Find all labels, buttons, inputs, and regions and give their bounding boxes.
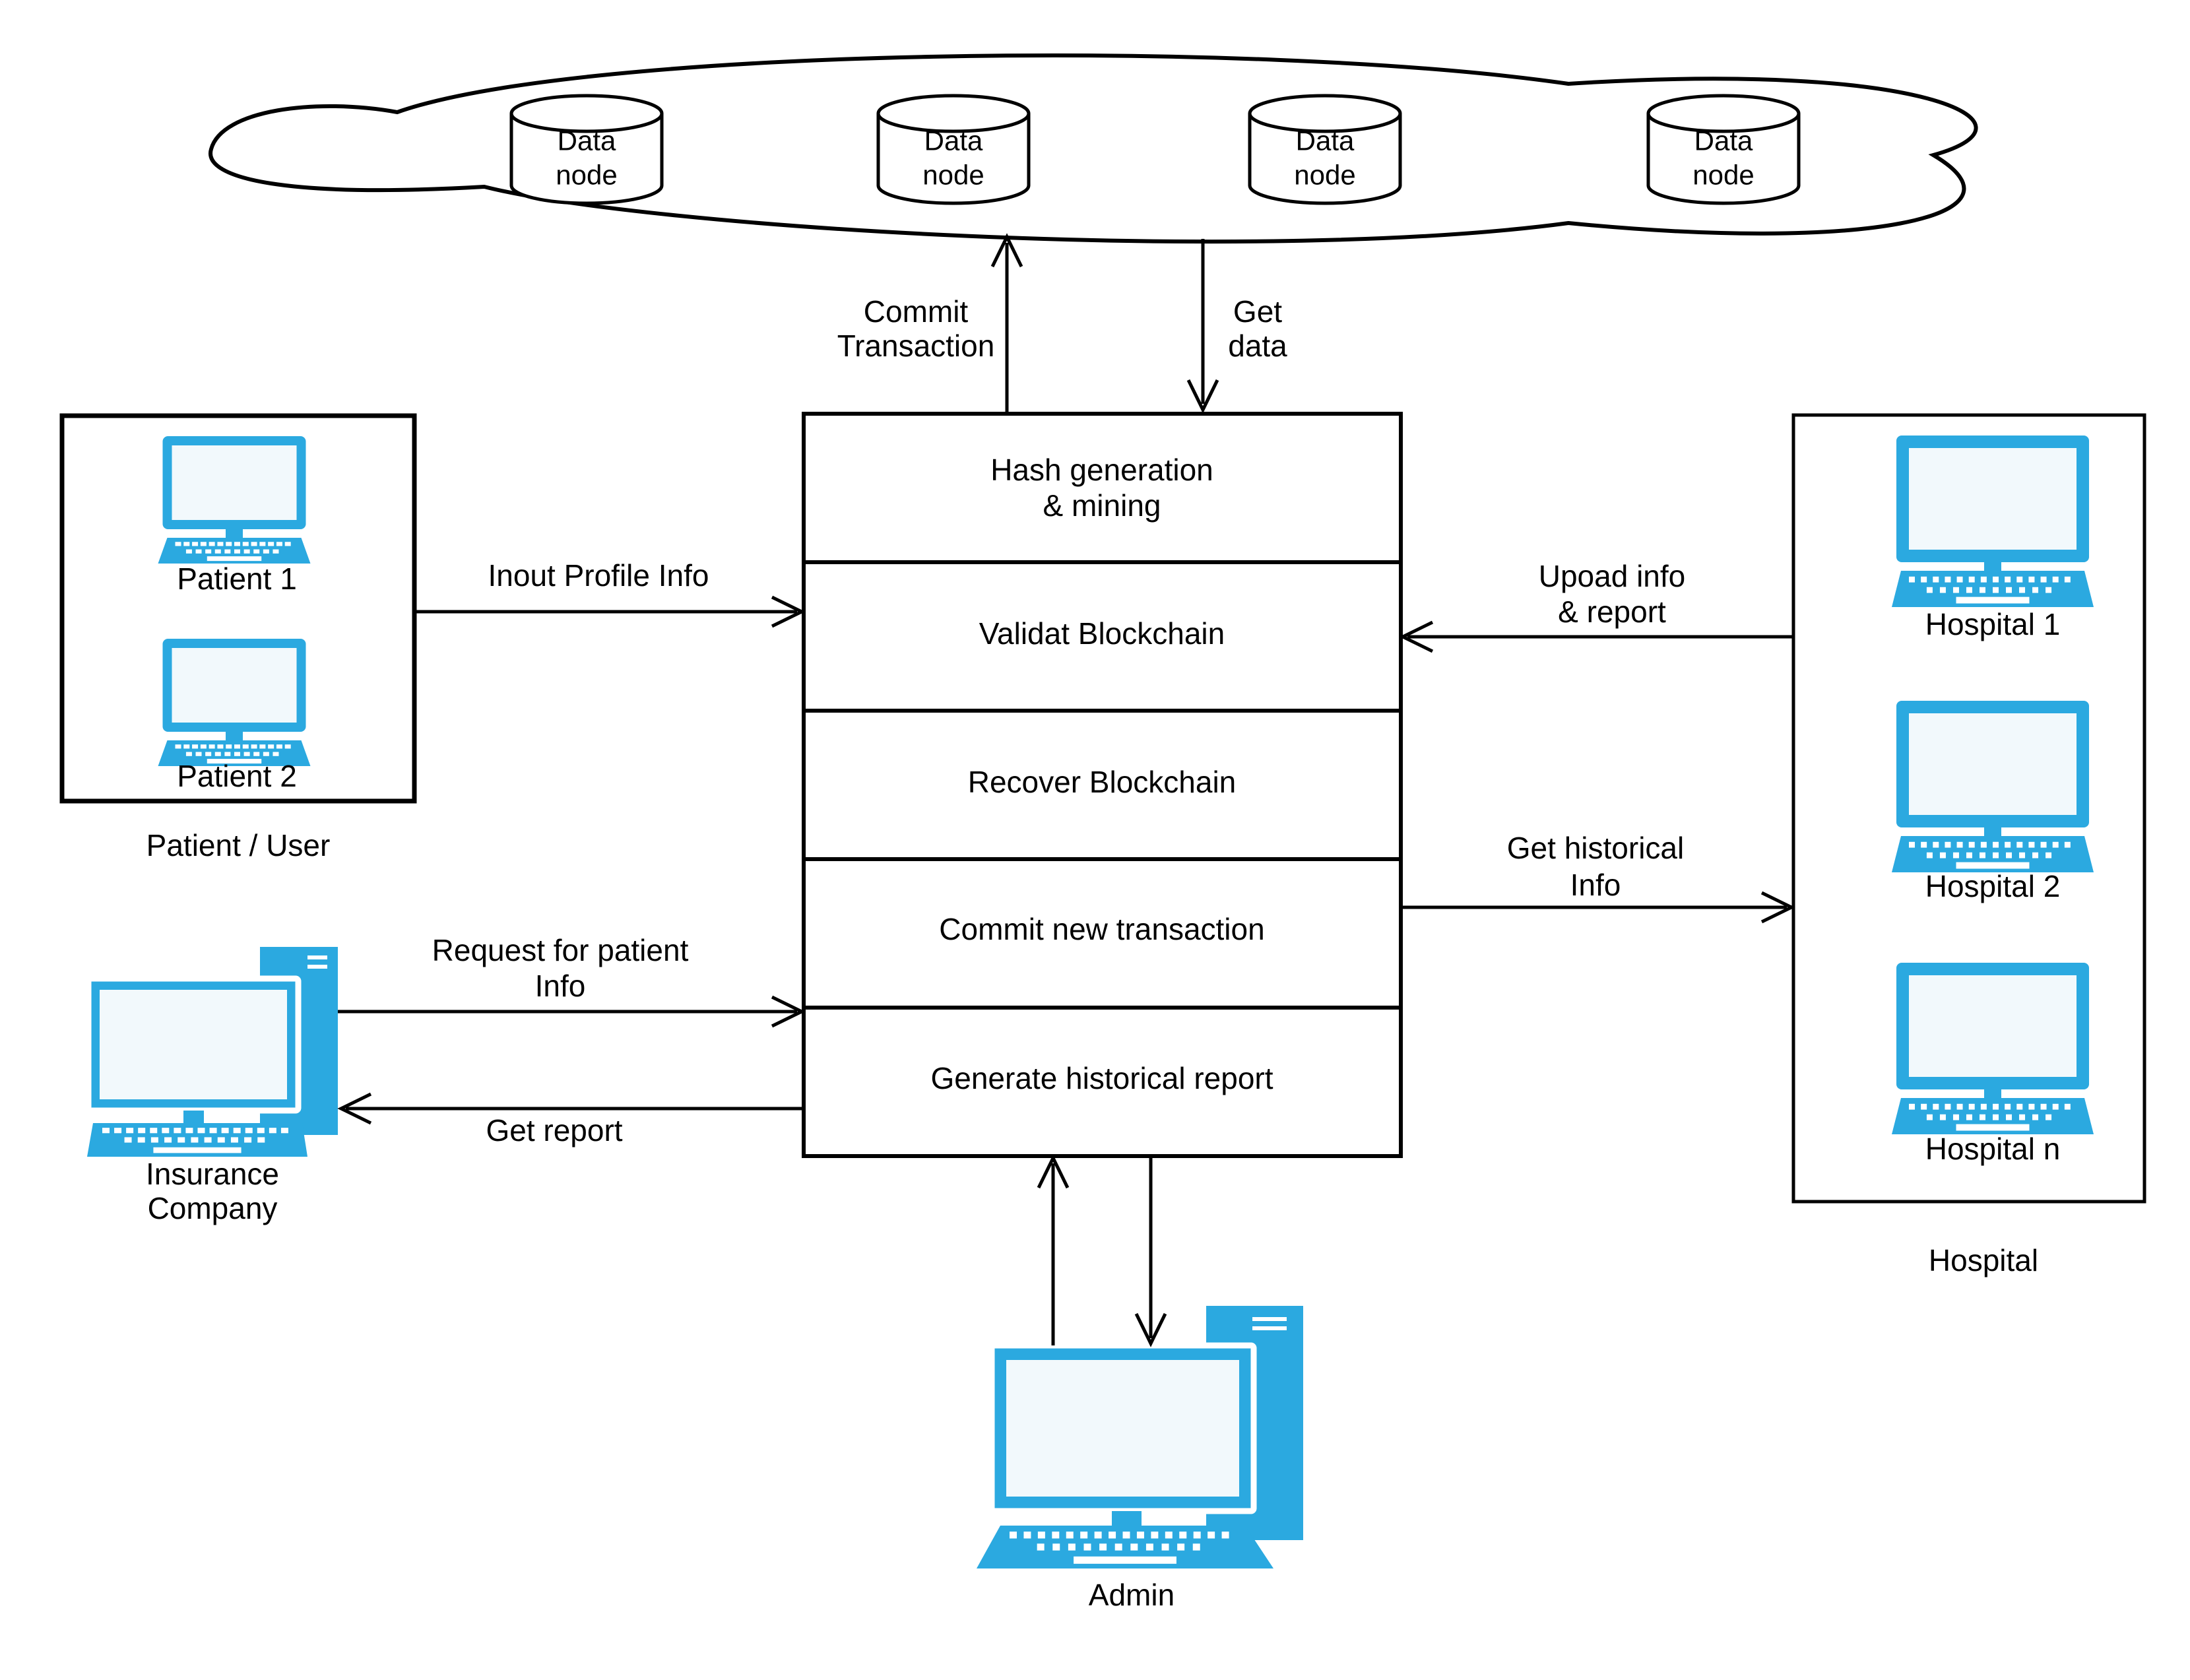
patient-2-computer-icon <box>158 639 311 766</box>
section-validate-blockchain: Validat Blockchain <box>979 616 1225 651</box>
blockchain-to-admin-arrow <box>1134 1156 1167 1347</box>
hospital-1-computer-icon <box>1892 436 2094 607</box>
get-historical-info-arrow: Get historical Info <box>1401 831 1795 924</box>
data-node-label: node <box>1294 160 1355 191</box>
insurance-company-computer-icon <box>85 947 338 1157</box>
get-historical-info-label: Get historical <box>1507 831 1684 865</box>
patient-1-label: Patient 1 <box>177 562 297 596</box>
input-profile-info-arrow: Inout Profile Info <box>414 558 806 628</box>
commit-transaction-label: Transaction <box>837 329 995 363</box>
hospital-1-label: Hospital 1 <box>1925 607 2061 641</box>
data-node-label: Data <box>1694 125 1753 156</box>
get-data-label: data <box>1228 329 1287 363</box>
admin-computer-icon <box>977 1306 1303 1568</box>
patient-user-group-title: Patient / User <box>146 828 331 862</box>
commit-transaction-label: Commit <box>864 294 969 329</box>
section-generate-historical-report: Generate historical report <box>930 1061 1273 1095</box>
section-label: & mining <box>1043 488 1161 523</box>
get-data-arrow: Get data <box>1186 239 1287 414</box>
section-label: Commit new transaction <box>939 912 1264 946</box>
section-label: Generate historical report <box>930 1061 1273 1095</box>
data-node-label: Data <box>924 125 983 156</box>
hospital-group-title: Hospital <box>1929 1243 2038 1277</box>
patient-1-computer-icon <box>158 436 311 564</box>
request-patient-info-label: Request for patient <box>432 933 689 967</box>
section-label: Validat Blockchain <box>979 616 1225 651</box>
data-node-labels: Data node Data node Data node Data node <box>556 125 1754 191</box>
data-node-label: node <box>1692 160 1754 191</box>
data-node-label: Data <box>558 125 616 156</box>
data-node-cylinders <box>509 94 1801 205</box>
insurance-label: Company <box>148 1191 278 1225</box>
data-node-label: node <box>556 160 617 191</box>
upload-info-report-label: Upoad info <box>1539 559 1686 593</box>
hospital-2-label: Hospital 2 <box>1925 869 2061 903</box>
upload-info-report-arrow: Upoad info & report <box>1399 559 1793 653</box>
hospital-2-computer-icon <box>1892 701 2094 872</box>
section-label: Recover Blockchain <box>968 765 1237 799</box>
blockchain-functions-box: Hash generation & mining Validat Blockch… <box>802 412 1403 1158</box>
hospital-n-label: Hospital n <box>1925 1132 2061 1166</box>
admin-to-blockchain-arrow <box>1037 1154 1070 1345</box>
section-hash-generation: Hash generation & mining <box>990 453 1213 523</box>
commit-transaction-arrow: Commit Transaction <box>837 233 1023 414</box>
section-label: Hash generation <box>990 453 1213 487</box>
upload-info-report-label: & report <box>1558 595 1666 629</box>
admin-label: Admin <box>1089 1578 1175 1612</box>
get-data-label: Get <box>1233 294 1282 329</box>
patient-2-label: Patient 2 <box>177 759 297 793</box>
get-report-label: Get report <box>486 1113 622 1147</box>
section-commit-new-transaction: Commit new transaction <box>939 912 1264 946</box>
section-recover-blockchain: Recover Blockchain <box>968 765 1237 799</box>
insurance-label: Insurance <box>146 1157 279 1191</box>
data-node-label: Data <box>1296 125 1355 156</box>
get-historical-info-label: Info <box>1570 868 1621 902</box>
input-profile-info-label: Inout Profile Info <box>488 558 709 593</box>
request-patient-info-arrow: Request for patient Info <box>338 933 806 1028</box>
get-report-arrow: Get report <box>337 1092 804 1147</box>
request-patient-info-label: Info <box>535 969 586 1003</box>
hospital-n-computer-icon <box>1892 963 2094 1134</box>
data-node-label: node <box>922 160 984 191</box>
